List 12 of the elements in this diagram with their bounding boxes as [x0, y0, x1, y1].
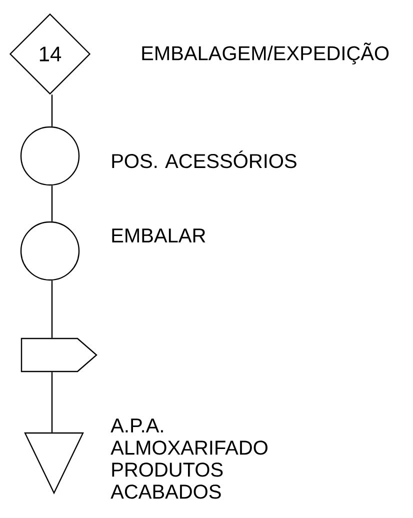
- step-label: EMBALAR: [112, 228, 206, 242]
- transport-symbol: [20, 338, 98, 372]
- connector-line: [51, 94, 53, 126]
- connector-line: [51, 186, 53, 222]
- operation-circle: [20, 126, 80, 186]
- step-label: A.P.A.: [110, 418, 163, 432]
- operation-circle: [20, 221, 80, 281]
- step-label: POS. ACESSÓRIOS: [112, 150, 296, 168]
- connector-line: [51, 280, 53, 338]
- connector-line: [51, 372, 53, 432]
- step-label: EMBALAGEM/EXPEDIÇÃO: [142, 42, 389, 64]
- step-label: ALMOXARIFADO PRODUTOS ACABADOS: [110, 440, 268, 499]
